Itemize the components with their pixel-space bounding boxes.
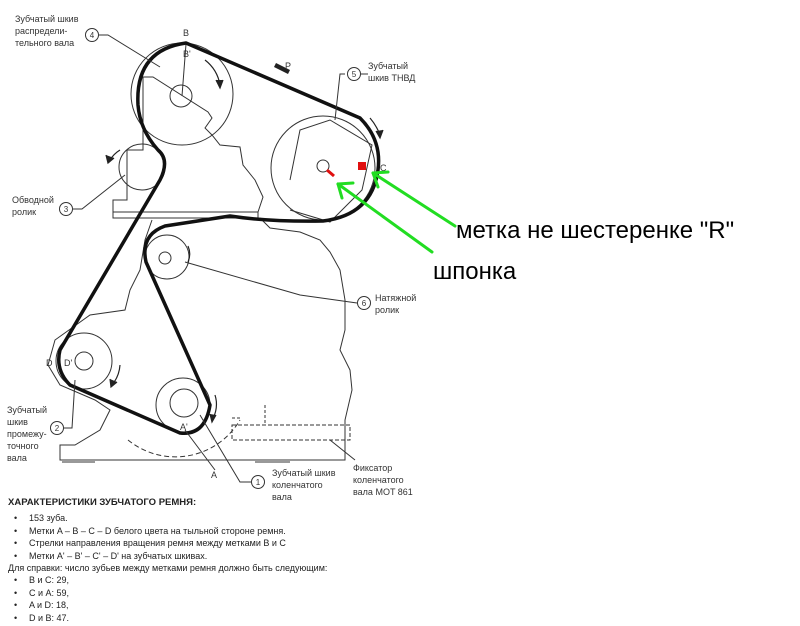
callout-1: 1 [251,475,265,489]
svg-text:ролик: ролик [375,305,399,315]
engine-outline [47,76,373,463]
mark-B-prime: B' [183,49,191,59]
teeth-list: B и C: 29, C и A: 59, A и D: 18, D и B: … [8,574,327,624]
intermediate-shaft-pulley [55,332,113,390]
mark-C: C [380,163,387,173]
label-intermediate-pulley: Зубчатый шкив промежу- точного вала [7,405,47,463]
svg-text:шкив: шкив [7,417,28,427]
label-crankshaft-pulley: Зубчатый шкив коленчатого вала [272,468,336,502]
callout-5: 5 [347,67,361,81]
teeth-item: B и C: 29, [14,574,327,586]
injection-pump-pulley [270,115,376,221]
key-marker [326,168,335,178]
specs-title: ХАРАКТЕРИСТИКИ ЗУБЧАТОГО РЕМНЯ: [8,497,197,508]
svg-text:4: 4 [90,31,95,40]
svg-text:5: 5 [352,70,357,79]
svg-text:вала: вала [7,453,27,463]
svg-text:вала: вала [272,492,292,502]
svg-text:Фиксатор: Фиксатор [353,463,392,473]
callout-4: 4 [85,28,99,42]
label-idler-roller: Обводной ролик [12,195,54,217]
callout-6: 6 [357,296,371,310]
callout-2: 2 [50,421,64,435]
timing-belt [57,41,381,435]
camshaft-hub [169,84,193,108]
teeth-item: A и D: 18, [14,599,327,611]
svg-text:Зубчатый шкив: Зубчатый шкив [272,468,336,478]
teeth-item: D и B: 47. [14,612,327,624]
annotation-key: шпонка [433,258,517,285]
svg-text:Зубчатый: Зубчатый [368,61,408,71]
callout-3: 3 [59,202,73,216]
svg-text:коленчатого: коленчатого [272,480,323,490]
svg-text:Натяжной: Натяжной [375,293,416,303]
arrow-to-key [336,182,434,254]
svg-text:ролик: ролик [12,207,36,217]
svg-text:вала MOT 861: вала MOT 861 [353,487,413,497]
arrow-to-gear-mark [371,171,457,228]
annotation-gear-mark: метка не шестеренке "R" [456,217,734,244]
teeth-item: C и A: 59, [14,587,327,599]
svg-text:коленчатого: коленчатого [353,475,404,485]
svg-text:тельного вала: тельного вала [15,38,74,48]
direction-arrow-P [274,63,290,74]
svg-text:распредели-: распредели- [15,26,67,36]
svg-text:промежу-: промежу- [7,429,47,439]
annotation-arrows [336,170,457,254]
svg-text:точного: точного [7,441,39,451]
svg-text:Обводной: Обводной [12,195,54,205]
svg-text:1: 1 [256,478,261,487]
label-crankshaft-lock-tool: Фиксатор коленчатого вала MOT 861 [353,463,413,497]
label-pump-pulley: Зубчатый шкив ТНВД [368,61,415,83]
svg-text:шкив ТНВД: шкив ТНВД [368,73,415,83]
spec-item: 153 зуба. [14,512,327,524]
specs-list: 153 зуба. Метки A – B – C – D белого цве… [8,512,327,562]
mark-A: A [211,470,217,480]
mark-A-prime: A' [180,422,188,432]
pump-hub [316,159,330,173]
svg-text:6: 6 [362,299,367,308]
label-P: P [285,61,291,71]
spec-item: Стрелки направления вращения ремня между… [14,537,327,549]
svg-text:Зубчатый шкив: Зубчатый шкив [15,14,79,24]
label-tensioner-roller: Натяжной ролик [375,293,416,315]
spec-item: Метки A – B – C – D белого цвета на тыль… [14,525,327,537]
svg-text:3: 3 [64,205,69,214]
label-camshaft-pulley: Зубчатый шкив распредели- тельного вала [15,14,79,48]
gear-mark-R [358,162,366,170]
reference-text: Для справки: число зубьев между метками … [8,563,328,574]
spec-item: Метки A' – B' – C' – D' на зубчатых шкив… [14,550,327,562]
mark-D: D [46,358,53,368]
rotation-arrows [105,59,384,424]
mark-D-prime: D' [64,358,72,368]
svg-text:2: 2 [55,424,60,433]
mark-B: B [183,28,189,38]
svg-text:Зубчатый: Зубчатый [7,405,47,415]
belt-specifications: ХАРАКТЕРИСТИКИ ЗУБЧАТОГО РЕМНЯ: 153 зуба… [8,497,327,624]
